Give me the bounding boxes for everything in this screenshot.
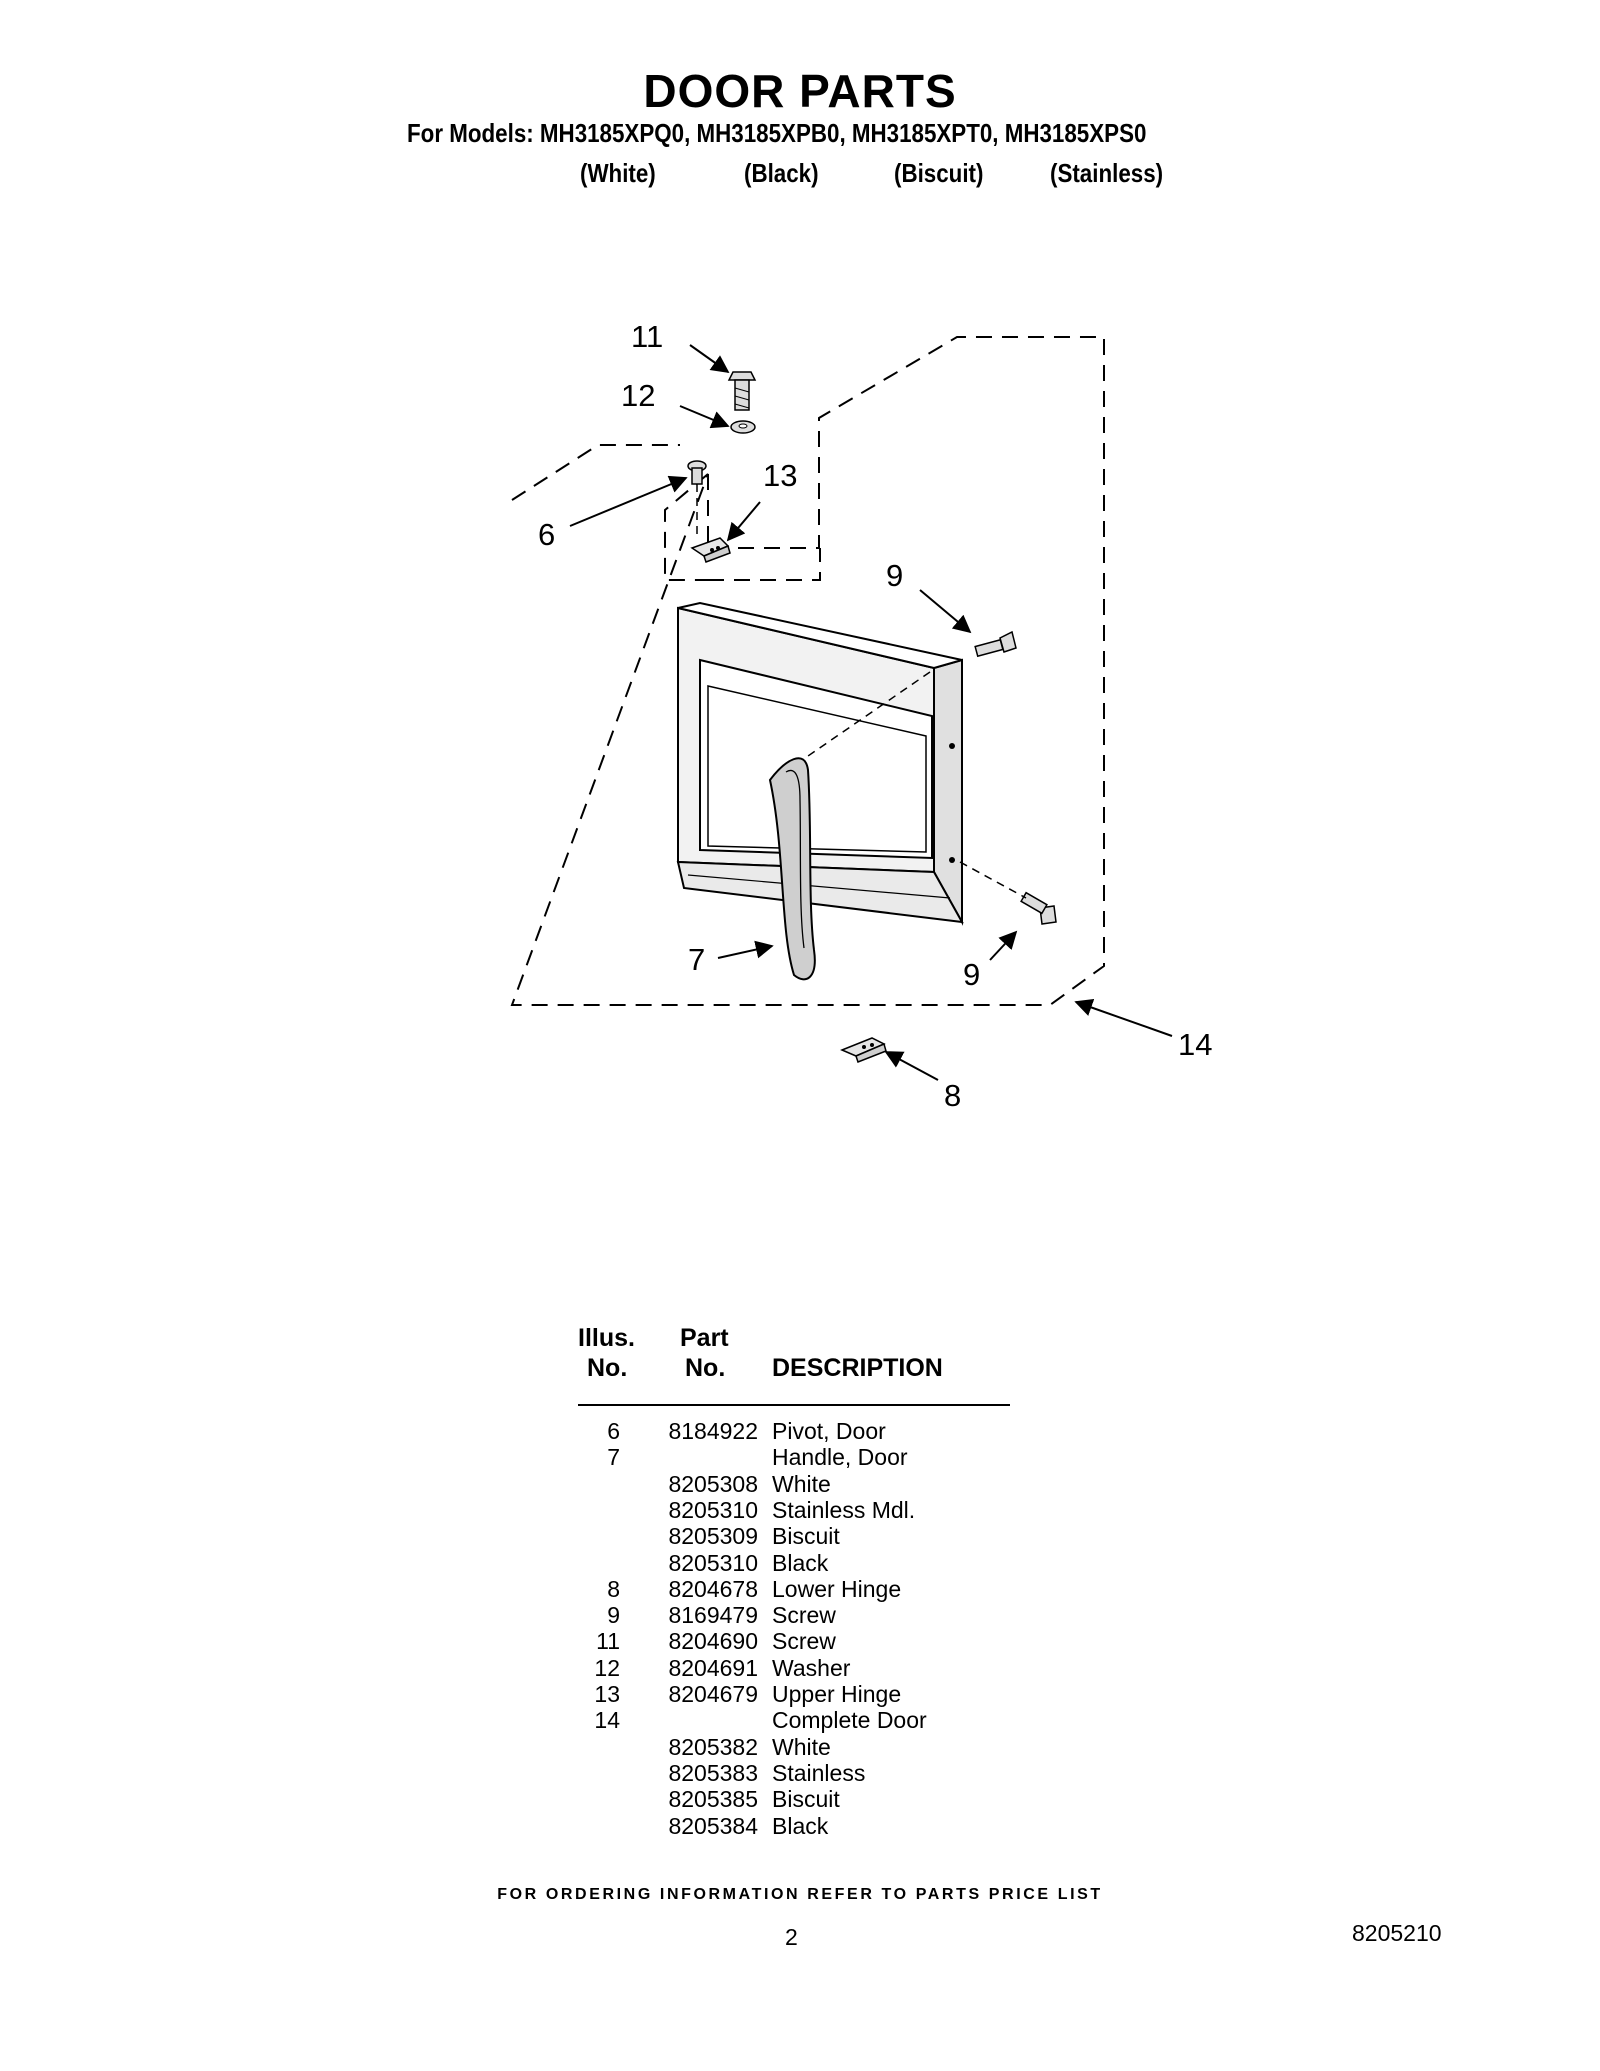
table-row: 8205310 Stainless Mdl. bbox=[578, 1497, 1010, 1523]
illus-no-cell: 12 bbox=[594, 1654, 620, 1681]
description-cell: Biscuit bbox=[772, 1523, 840, 1550]
table-row: 8205309 Biscuit bbox=[578, 1523, 1010, 1549]
part-no-cell: 8205310 bbox=[668, 1549, 758, 1576]
description-cell: Screw bbox=[772, 1628, 836, 1655]
lower-hinge-8 bbox=[840, 1037, 887, 1063]
table-row: 8205310 Black bbox=[578, 1550, 1010, 1576]
table-row: 8205308 White bbox=[578, 1471, 1010, 1497]
description-cell: Stainless Mdl. bbox=[772, 1496, 916, 1523]
illus-no-cell: 6 bbox=[607, 1418, 620, 1444]
door-assembly bbox=[676, 601, 964, 926]
part-no-cell: 8205384 bbox=[668, 1812, 758, 1839]
description-cell: Upper Hinge bbox=[772, 1681, 902, 1707]
part-no-cell: 8204691 bbox=[668, 1654, 758, 1681]
callout-12: 12 bbox=[621, 378, 655, 413]
description-cell: Handle, Door bbox=[772, 1444, 908, 1471]
screw-11 bbox=[727, 371, 757, 411]
callout-13: 13 bbox=[763, 458, 797, 493]
table-row: 8 8204678 Lower Hinge bbox=[578, 1576, 1010, 1602]
variant-black: (Black) bbox=[744, 158, 819, 188]
description-cell: Black bbox=[772, 1812, 829, 1839]
part-no-cell: 8205382 bbox=[668, 1733, 758, 1760]
part-no-cell: 8204678 bbox=[668, 1575, 758, 1602]
callout-9-lower: 9 bbox=[963, 957, 980, 992]
part-no-cell: 8205310 bbox=[668, 1496, 758, 1523]
illus-no-cell: 9 bbox=[607, 1602, 620, 1629]
description-cell: White bbox=[772, 1733, 831, 1760]
variant-biscuit: (Biscuit) bbox=[894, 158, 984, 188]
door-parts-diagram: 11 12 13 6 9 9 7 14 8 bbox=[510, 319, 1212, 1113]
header-illus-line2: No. bbox=[587, 1354, 628, 1382]
washer-12 bbox=[730, 420, 756, 434]
variant-white: (White) bbox=[580, 158, 656, 188]
part-no-cell: 8205385 bbox=[668, 1786, 758, 1813]
illus-no-cell: 7 bbox=[607, 1444, 620, 1471]
table-row: 8205383 Stainless bbox=[578, 1760, 1010, 1786]
callout-9-upper: 9 bbox=[886, 558, 903, 593]
description-cell: Biscuit bbox=[772, 1786, 840, 1813]
part-no-cell: 8184922 bbox=[668, 1418, 758, 1444]
description-cell: Black bbox=[772, 1549, 829, 1576]
table-row: 13 8204679 Upper Hinge bbox=[578, 1681, 1010, 1707]
part-no-cell: 8205309 bbox=[668, 1523, 758, 1550]
callout-14: 14 bbox=[1178, 1027, 1212, 1062]
callout-8: 8 bbox=[944, 1078, 961, 1113]
callout-11: 11 bbox=[631, 319, 663, 354]
page-title: DOOR PARTS bbox=[643, 65, 957, 117]
table-row: 11 8204690 Screw bbox=[578, 1628, 1010, 1654]
header-part-line2: No. bbox=[685, 1354, 726, 1382]
models-line: For Models: MH3185XPQ0, MH3185XPB0, MH31… bbox=[407, 118, 1147, 148]
page-number: 2 bbox=[785, 1924, 798, 1950]
table-row: 8205384 Black bbox=[578, 1813, 1010, 1839]
table-row: 7 Handle, Door bbox=[578, 1444, 1010, 1470]
illus-no-cell: 13 bbox=[594, 1681, 620, 1707]
part-no-cell: 8205383 bbox=[668, 1759, 758, 1786]
part-no-cell: 8204690 bbox=[668, 1628, 758, 1655]
header-rule bbox=[578, 1404, 1010, 1406]
description-cell: Screw bbox=[772, 1602, 836, 1629]
illus-no-cell: 14 bbox=[594, 1707, 620, 1734]
part-no-cell: 8205308 bbox=[668, 1470, 758, 1497]
screw-9-upper bbox=[974, 630, 1017, 658]
illus-no-cell: 11 bbox=[596, 1628, 620, 1655]
callout-6: 6 bbox=[538, 517, 555, 552]
table-row: 14 Complete Door bbox=[578, 1707, 1010, 1733]
table-row: 9 8169479 Screw bbox=[578, 1602, 1010, 1628]
header-part-line1: Part bbox=[680, 1324, 729, 1352]
description-cell: Lower Hinge bbox=[772, 1575, 902, 1602]
description-cell: Pivot, Door bbox=[772, 1418, 886, 1444]
door-handle bbox=[768, 757, 816, 981]
table-row: 12 8204691 Washer bbox=[578, 1655, 1010, 1681]
header-description: DESCRIPTION bbox=[772, 1354, 943, 1382]
variant-stainless: (Stainless) bbox=[1050, 158, 1164, 188]
ordering-note: FOR ORDERING INFORMATION REFER TO PARTS … bbox=[497, 1886, 1103, 1903]
description-cell: Washer bbox=[772, 1654, 851, 1681]
pivot-6 bbox=[687, 460, 707, 485]
complete-door-boundary bbox=[510, 336, 1105, 1006]
description-cell: White bbox=[772, 1470, 831, 1497]
table-row: 6 8184922 Pivot, Door bbox=[578, 1418, 1010, 1444]
table-row: 8205385 Biscuit bbox=[578, 1786, 1010, 1812]
part-no-cell: 8169479 bbox=[668, 1602, 758, 1629]
part-no-cell: 8204679 bbox=[668, 1681, 758, 1707]
illus-no-cell: 8 bbox=[607, 1575, 620, 1602]
header-illus-line1: Illus. bbox=[578, 1324, 635, 1352]
description-cell: Complete Door bbox=[772, 1707, 927, 1734]
callout-7: 7 bbox=[688, 942, 705, 977]
upper-hinge-13 bbox=[690, 537, 731, 563]
document-number: 8205210 bbox=[1352, 1920, 1442, 1946]
table-row: 8205382 White bbox=[578, 1734, 1010, 1760]
description-cell: Stainless bbox=[772, 1759, 866, 1786]
